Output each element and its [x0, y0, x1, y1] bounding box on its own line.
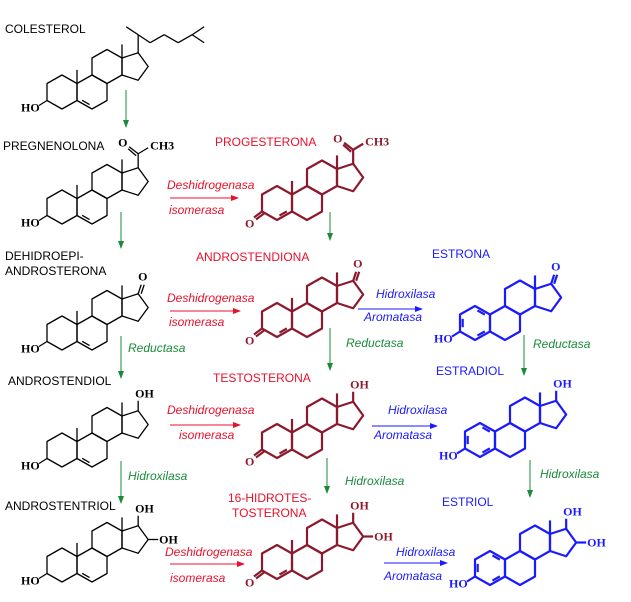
- enzyme-deshidrogenasa: Deshidrogenasa: [167, 178, 255, 192]
- enzyme-deshidrogenasa: Deshidrogenasa: [167, 403, 255, 417]
- molecule-dhea: HO O: [21, 270, 149, 356]
- name-estradiol: ESTRADIOL: [436, 364, 504, 378]
- oxo-label: O: [551, 260, 560, 274]
- molecule-estriol: HO OH OH: [449, 505, 606, 591]
- molecule-colesterol: HO: [21, 26, 205, 115]
- name-progesterona: PROGESTERONA: [215, 135, 316, 149]
- oxo-label: O: [333, 132, 342, 146]
- hydroxyl-label: OH: [135, 502, 154, 516]
- oxo-label: O: [245, 576, 254, 590]
- enzyme-aromatasa: Aromatasa: [383, 569, 442, 583]
- enzyme-hidroxilasa: Hidroxilasa: [388, 403, 448, 417]
- hydroxyl-label: OH: [563, 505, 582, 519]
- name-androstendiol: ANDROSTENDIOL: [8, 374, 112, 388]
- red-arrows: [170, 195, 245, 567]
- hydroxyl-label: OH: [587, 536, 606, 550]
- hydroxyl-label: OH: [374, 530, 393, 544]
- hydroxyl-label: HO: [439, 449, 458, 463]
- name-hidrotestosterona-2: TOSTERONA: [232, 506, 306, 520]
- enzyme-isomerasa: isomerasa: [179, 428, 235, 442]
- name-estrona: ESTRONA: [432, 247, 490, 261]
- oxo-label: O: [118, 136, 127, 150]
- hydroxyl-label: HO: [21, 459, 40, 473]
- name-estriol: ESTRIOL: [442, 495, 494, 509]
- hydroxyl-label: HO: [21, 216, 40, 230]
- methyl-label: CH3: [365, 135, 389, 149]
- oxo-label: O: [353, 257, 362, 271]
- molecule-androstendiol: HO OH: [21, 387, 155, 473]
- name-hidrotestosterona-1: 16-HIDROTES-: [228, 491, 311, 505]
- enzyme-hidroxilasa: Hidroxilasa: [540, 467, 600, 481]
- blue-arrows: [358, 306, 448, 566]
- name-dhea-2: ANDROSTERONA: [5, 264, 106, 278]
- oxo-label: O: [245, 455, 254, 469]
- vertical-arrows: [118, 90, 533, 504]
- enzyme-deshidrogenasa: Deshidrogenasa: [167, 291, 255, 305]
- hydroxyl-label: OH: [159, 533, 178, 547]
- enzyme-deshidrogenasa: Deshidrogenasa: [165, 545, 253, 559]
- name-pregnenolona: PREGNENOLONA: [3, 139, 104, 153]
- oxo-label: O: [245, 334, 254, 348]
- molecule-estradiol: HO OH: [439, 377, 573, 463]
- enzyme-reductasa: Reductasa: [128, 341, 186, 355]
- hydroxyl-label: OH: [135, 387, 154, 401]
- hydroxyl-label: OH: [350, 378, 369, 392]
- hydroxyl-label: OH: [350, 499, 369, 513]
- enzyme-hidroxilasa: Hidroxilasa: [345, 474, 405, 488]
- molecule-estrona: HO O: [434, 260, 563, 346]
- molecule-pregnenolona: HO O CH3: [21, 136, 174, 230]
- enzyme-isomerasa: isomerasa: [169, 203, 225, 217]
- name-androstentriol: ANDROSTENTRIOL: [5, 499, 116, 513]
- enzyme-reductasa: Reductasa: [533, 337, 591, 351]
- molecule-progesterona: O O CH3: [245, 132, 389, 231]
- enzyme-aromatasa: Aromatasa: [373, 428, 432, 442]
- name-dhea-1: DEHIDROEPI-: [5, 249, 84, 263]
- oxo-label: O: [138, 270, 147, 284]
- hydroxyl-label: HO: [434, 332, 453, 346]
- molecule-androstendiona: OO: [245, 257, 365, 348]
- enzyme-isomerasa: isomerasa: [170, 571, 226, 585]
- hydroxyl-label: HO: [21, 574, 40, 588]
- enzyme-hidroxilasa: Hidroxilasa: [376, 287, 436, 301]
- hydroxyl-label: HO: [21, 101, 40, 115]
- enzyme-aromatasa: Aromatasa: [363, 310, 422, 324]
- molecule-hidrotestosterona: O OH OH: [245, 499, 393, 590]
- molecule-androstentriol: HO OH OH: [21, 502, 178, 588]
- hydroxyl-label: OH: [553, 377, 572, 391]
- name-androstendiona: ANDROSTENDIONA: [196, 250, 309, 264]
- enzyme-reductasa: Reductasa: [346, 336, 404, 350]
- oxo-label: O: [245, 217, 254, 231]
- molecule-testosterona: O OH: [245, 378, 370, 469]
- methyl-label: CH3: [150, 139, 174, 153]
- enzyme-labels: Deshidrogenasa isomerasa Deshidrogenasa …: [128, 178, 600, 585]
- enzyme-hidroxilasa: Hidroxilasa: [396, 545, 456, 559]
- hydroxyl-label: HO: [449, 577, 468, 591]
- hydroxyl-label: HO: [21, 342, 40, 356]
- enzyme-hidroxilasa: Hidroxilasa: [128, 469, 188, 483]
- name-testosterona: TESTOSTERONA: [213, 371, 311, 385]
- name-colesterol: COLESTEROL: [5, 22, 86, 36]
- enzyme-isomerasa: isomerasa: [169, 315, 225, 329]
